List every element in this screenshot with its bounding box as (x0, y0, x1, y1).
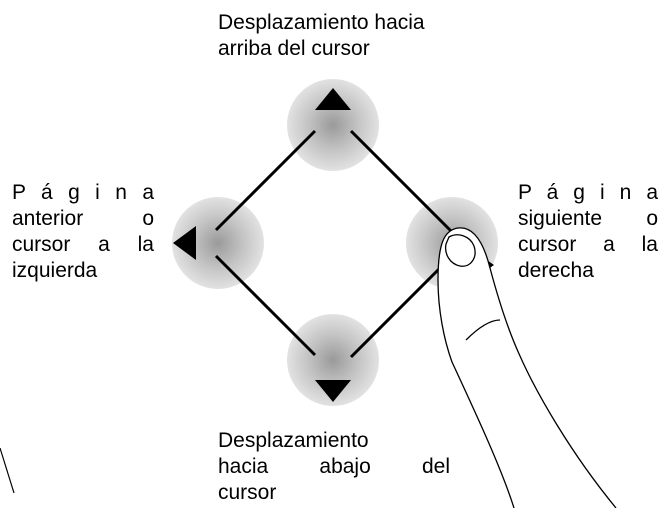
connector-left-down (214, 254, 317, 357)
label-left-line1: P á g i n a (12, 181, 154, 204)
label-up-line2: arriba del cursor (218, 37, 370, 60)
label-left-line4: izquierda (12, 259, 98, 282)
up-halo (287, 79, 379, 171)
label-down-line2: hacia abajo del (218, 455, 450, 478)
label-left-line3: cursor a la (12, 233, 154, 256)
triangle-down-icon[interactable] (315, 380, 351, 402)
label-right-line1: P á g i n a (518, 181, 658, 204)
label-up-line1: Desplazamiento hacia (218, 11, 425, 34)
triangle-up-icon[interactable] (315, 88, 351, 110)
edge-stroke (0, 447, 15, 494)
down-halo (287, 314, 379, 406)
connector-right-down (349, 256, 452, 359)
label-next-page: P á g i n a siguiente o cursor a la dere… (518, 180, 658, 284)
connector-up-right (349, 129, 454, 234)
label-previous-page: P á g i n a anterior o cursor a la izqui… (12, 180, 154, 284)
left-halo (172, 197, 264, 289)
label-right-line2: siguiente o (518, 207, 658, 230)
pointing-finger-icon (437, 227, 617, 508)
label-right-line4: derecha (518, 259, 594, 282)
triangle-left-icon[interactable] (173, 226, 196, 260)
label-scroll-down: Desplazamiento hacia abajo del cursor (218, 428, 450, 506)
label-down-line3: cursor (218, 481, 277, 504)
label-scroll-up: Desplazamiento hacia arriba del cursor (218, 10, 488, 62)
label-right-line3: cursor a la (518, 233, 658, 256)
connector-up-left (214, 129, 317, 232)
label-left-line2: anterior o (12, 207, 154, 230)
label-down-line1: Desplazamiento (218, 429, 369, 452)
